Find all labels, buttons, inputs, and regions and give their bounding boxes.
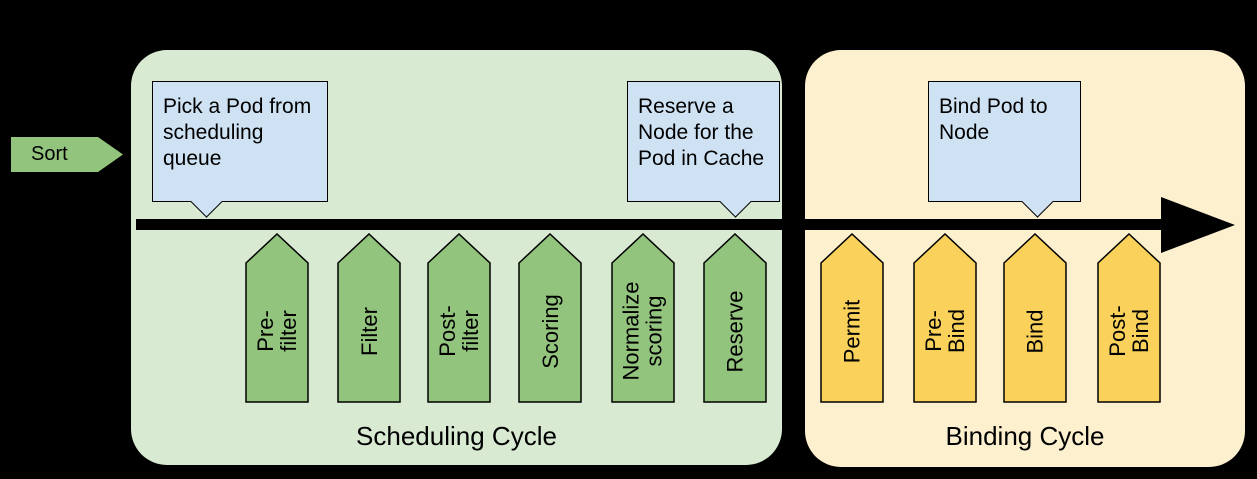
extension-point-post-filter: Post-filter (427, 233, 491, 403)
binding-cycle-label: Binding Cycle (945, 421, 1105, 451)
extension-point-post-bind: Post-Bind (1097, 233, 1161, 403)
extension-point-filter: Filter (337, 233, 401, 403)
callout-bind-pod-text: Bind Pod to Node (939, 95, 1048, 144)
callout-reserve-node-text: Reserve a Node for the Pod in Cache (638, 95, 765, 170)
up-arrow-shape (820, 233, 884, 403)
step-label: Post-filter (435, 305, 483, 357)
step-label: Reserve (722, 290, 748, 372)
extension-point-pre-filter: Pre-filter (245, 233, 309, 403)
callout-pick-pod-text: Pick a Pod from scheduling queue (163, 95, 312, 170)
extension-point-normalize-scoring: Normalize scoring (611, 233, 675, 403)
sort-arrow: Sort (11, 137, 124, 172)
up-arrow-shape (1003, 233, 1067, 403)
up-arrow-shape (1097, 233, 1161, 403)
up-arrow-shape (337, 233, 401, 403)
step-label: Post-Bind (1105, 305, 1153, 357)
step-label: Filter (356, 306, 382, 356)
up-arrow-shape (245, 233, 309, 403)
up-arrow-shape (518, 233, 582, 403)
step-label: Normalize scoring (619, 281, 667, 381)
up-arrow-shape (703, 233, 767, 403)
up-arrow-shape (913, 233, 977, 403)
timeline-arrow-shaft (136, 219, 1163, 230)
up-arrow-shape (427, 233, 491, 403)
extension-point-reserve: Reserve (703, 233, 767, 403)
callout-reserve-node: Reserve a Node for the Pod in Cache (627, 81, 780, 218)
step-label: Pre-filter (253, 310, 301, 352)
extension-point-permit: Permit (820, 233, 884, 403)
callout-pick-pod: Pick a Pod from scheduling queue (152, 81, 328, 218)
extension-point-bind: Bind (1003, 233, 1067, 403)
up-arrow-shape (611, 233, 675, 403)
step-label: Scoring (537, 293, 563, 369)
step-label: Pre-Bind (921, 308, 969, 354)
right-arrow-shape (11, 137, 123, 172)
step-label: Permit (839, 299, 865, 363)
sort-label: Sort (31, 143, 68, 165)
scheduling-cycle-label: Scheduling Cycle (356, 421, 557, 451)
extension-point-scoring: Scoring (518, 233, 582, 403)
step-label: Bind (1022, 308, 1048, 354)
callout-bind-pod: Bind Pod to Node (928, 81, 1081, 218)
timeline-arrowhead-icon (1161, 197, 1235, 253)
extension-point-pre-bind: Pre-Bind (913, 233, 977, 403)
